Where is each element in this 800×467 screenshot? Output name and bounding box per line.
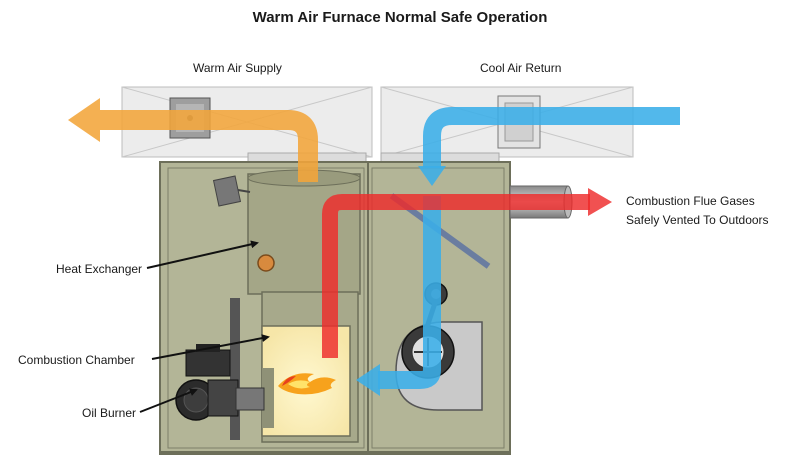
flame-icon (278, 373, 336, 395)
cool-air-arrow (356, 107, 680, 396)
limit-switch (212, 175, 251, 207)
flue-gas-arrow (322, 188, 612, 358)
combustion-chamber-label: Combustion Chamber (18, 353, 135, 367)
oil-burner-pointer (139, 388, 198, 413)
warm-air-supply-label: Warm Air Supply (193, 61, 282, 75)
flue-gas-label-line2: Safely Vented To Outdoors (626, 213, 769, 227)
diagram-title: Warm Air Furnace Normal Safe Operation (252, 9, 548, 26)
heat-exchanger-label: Heat Exchanger (56, 262, 143, 276)
oil-burner (175, 298, 265, 440)
flue-gas-label: Combustion Flue Gases Safely Vented To O… (626, 192, 769, 230)
combustion-chamber-pointer (151, 334, 270, 360)
oil-burner-label: Oil Burner (82, 406, 137, 420)
burner-mount (230, 298, 240, 440)
heat-exchanger-pointer (146, 240, 259, 269)
cool-air-return-label: Cool Air Return (480, 61, 562, 75)
warm-air-arrow (68, 98, 318, 182)
flue-gas-label-line1: Combustion Flue Gases (626, 194, 755, 208)
sight-port (257, 254, 275, 272)
